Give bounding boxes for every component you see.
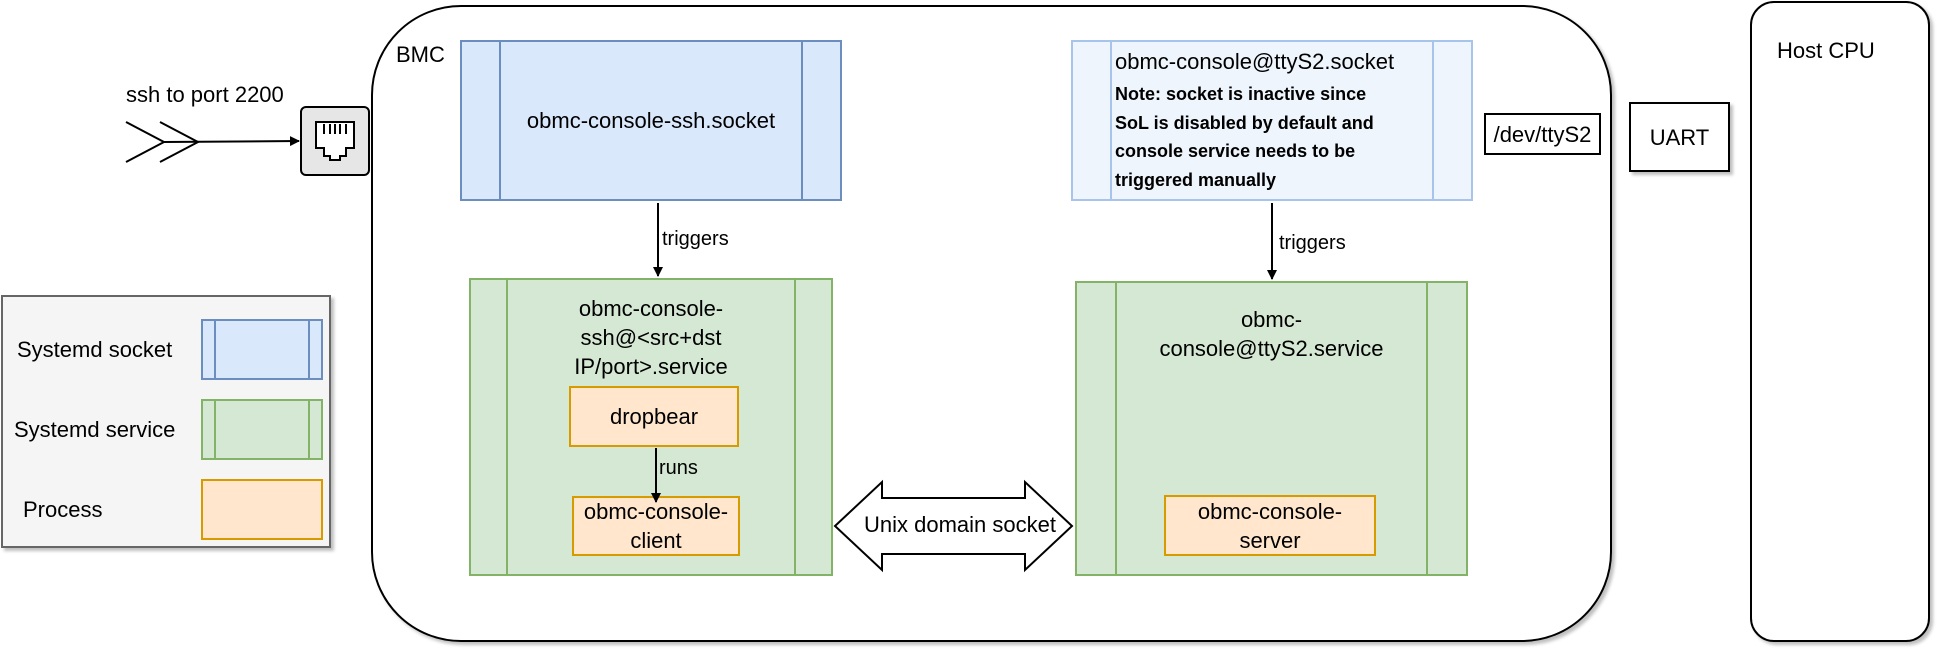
ssh-socket-box[interactable]: obmc-console-ssh.socket [460,40,842,201]
host-cpu-box [1750,1,1930,642]
uart-box: UART [1629,102,1730,172]
legend-label-socket: Systemd socket [17,337,173,362]
unix-socket-label: Unix domain socket [864,512,1056,537]
legend-label-process: Process [23,497,103,522]
dropbear-process[interactable]: dropbear [569,386,739,447]
dev-ttys2-label: /dev/ttyS2 [1484,113,1601,155]
runs-label: runs [659,457,698,479]
ttys2-service-label: obmc- console@ttyS2.service [1159,307,1384,361]
console-server-process[interactable]: obmc-console- server [1164,495,1376,556]
triggers-right-label: triggers [1279,232,1346,254]
triggers-left-label: triggers [662,228,729,250]
ssh-service-label: obmc-console- ssh@<src+dst IP/port>.serv… [574,296,728,379]
ssh-input-chevrons [125,121,201,163]
ttys2-socket-box[interactable]: obmc-console@ttyS2.socket Note: socket i… [1071,40,1473,201]
legend-swatch-socket [201,319,323,380]
legend-swatch-process [201,479,323,540]
ssh-port-label: ssh to port 2200 [126,82,284,107]
host-cpu-title: Host CPU [1777,38,1875,63]
legend-swatch-service [201,399,323,460]
ssh-socket-label: obmc-console-ssh.socket [526,108,776,133]
ssh-input-arrow [163,136,300,147]
legend-label-service: Systemd service [14,417,176,442]
ethernet-port-icon [300,106,370,176]
console-client-process[interactable]: obmc-console- client [572,496,740,556]
ttys2-socket-note: Note: socket is inactive since SoL is di… [1115,84,1374,190]
bmc-title: BMC [396,42,445,67]
legend: Systemd socket Systemd service Process [1,295,331,548]
ttys2-socket-title: obmc-console@ttyS2.socket [1115,49,1395,74]
